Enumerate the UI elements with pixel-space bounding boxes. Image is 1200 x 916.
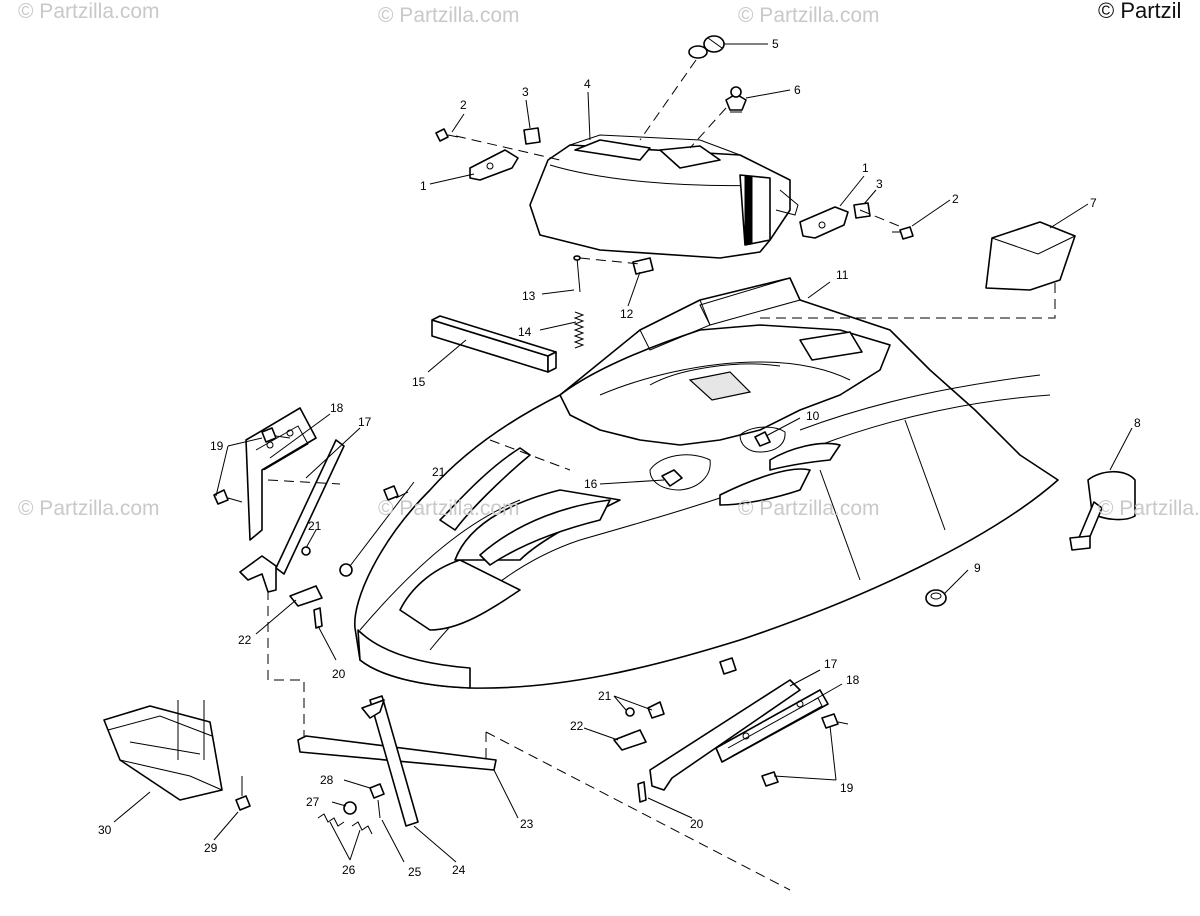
headlight-bracket-right xyxy=(799,202,914,240)
bumper-part xyxy=(103,700,251,811)
watermark: © Partzilla.com xyxy=(738,4,880,27)
callout-22: 22 xyxy=(238,633,252,647)
callout-27: 27 xyxy=(306,795,320,809)
callout-23: 23 xyxy=(520,817,534,831)
callout-19: 19 xyxy=(840,781,854,795)
callout-24: 24 xyxy=(452,863,466,877)
bulb-socket-part xyxy=(725,86,747,113)
callout-1: 1 xyxy=(420,179,427,193)
headlight-bracket-left xyxy=(435,127,541,181)
callout-21: 21 xyxy=(432,465,446,479)
callout-19: 19 xyxy=(210,439,224,453)
callout-17: 17 xyxy=(358,415,372,429)
callout-12: 12 xyxy=(620,307,634,321)
callout-30: 30 xyxy=(98,823,112,837)
callout-25: 25 xyxy=(408,865,422,879)
callout-3: 3 xyxy=(522,85,529,99)
mirror-part xyxy=(1069,470,1136,551)
watermark: © Partzilla.com xyxy=(18,497,160,520)
hinge-bracket-left xyxy=(213,407,399,629)
callout-3: 3 xyxy=(876,177,883,191)
callout-9: 9 xyxy=(974,561,981,575)
callout-17: 17 xyxy=(824,657,838,671)
callout-4: 4 xyxy=(584,77,591,91)
hinge-bracket-right xyxy=(613,657,849,803)
spring-part xyxy=(573,311,585,349)
hinge-assembly xyxy=(297,695,497,835)
callout-21: 21 xyxy=(308,519,322,533)
headlight-assembly xyxy=(529,134,799,259)
callout-10: 10 xyxy=(806,409,820,423)
callout-21: 21 xyxy=(598,689,612,703)
callout-2: 2 xyxy=(952,192,959,206)
watermark: © Partzilla.com xyxy=(18,0,160,23)
watermark: © Partzilla.com xyxy=(378,497,520,520)
callout-1: 1 xyxy=(862,161,869,175)
callout-28: 28 xyxy=(320,773,334,787)
callout-18: 18 xyxy=(330,401,344,415)
pin-part xyxy=(573,255,581,293)
watermark: © Partzilla.com xyxy=(738,497,880,520)
callout-11: 11 xyxy=(836,268,849,282)
callout-20: 20 xyxy=(332,667,346,681)
callout-29: 29 xyxy=(204,841,218,855)
callout-20: 20 xyxy=(690,817,704,831)
leader-lines xyxy=(113,43,1133,863)
fastener-part xyxy=(661,469,683,487)
copyright-notice: © Partzil xyxy=(1098,0,1182,23)
callout-18: 18 xyxy=(846,673,860,687)
callout-8: 8 xyxy=(1134,416,1141,430)
callout-14: 14 xyxy=(518,325,532,339)
callout-26: 26 xyxy=(342,863,356,877)
callout-2: 2 xyxy=(460,98,467,112)
hood-part xyxy=(354,277,1059,689)
callout-5: 5 xyxy=(772,37,779,51)
cover-part xyxy=(985,221,1076,291)
callout-labels: 2 3 4 1 5 6 1 3 2 7 11 13 12 14 15 18 17… xyxy=(98,37,1141,879)
callout-6: 6 xyxy=(794,83,801,97)
clip-part xyxy=(632,257,654,275)
watermark: © Partzilla.com xyxy=(1098,497,1200,520)
watermark: © Partzilla.com xyxy=(378,4,520,27)
callout-13: 13 xyxy=(522,289,536,303)
callout-15: 15 xyxy=(412,375,426,389)
callout-22: 22 xyxy=(570,719,584,733)
grommet-part xyxy=(925,589,947,607)
foam-strip-part xyxy=(431,315,557,373)
callout-16: 16 xyxy=(584,477,598,491)
bulb-part xyxy=(688,35,725,59)
callout-7: 7 xyxy=(1090,196,1097,210)
